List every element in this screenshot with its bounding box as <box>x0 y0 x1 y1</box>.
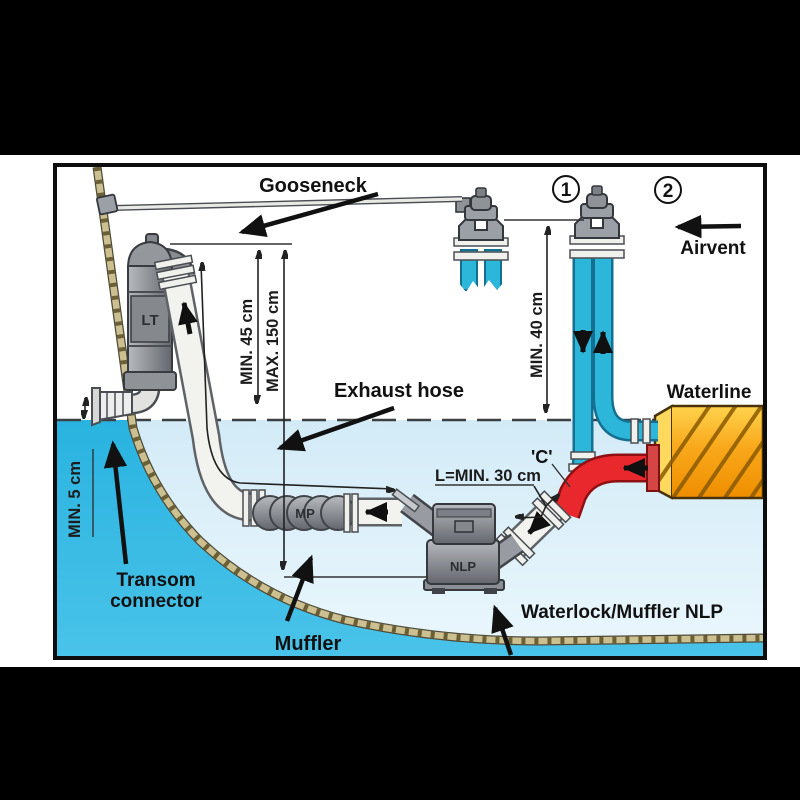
transom-connector-label-2: connector <box>110 591 202 612</box>
dim-min-45: MIN. 45 cm <box>238 299 256 385</box>
letterbox-bottom <box>0 667 800 800</box>
airvent-valve-1 <box>453 187 509 261</box>
mp-muffler: MP <box>242 489 402 533</box>
dim-min-5: MIN. 5 cm <box>66 461 84 538</box>
dimension-lines <box>85 219 584 578</box>
dim-max-150: MAX. 150 cm <box>264 290 282 392</box>
hose-run-dimension <box>201 263 394 489</box>
lt-tag: LT <box>141 312 158 329</box>
muffler-arrow-icon <box>284 554 314 622</box>
exhaust-elbow-red <box>552 444 660 519</box>
dim-l-min-30: L=MIN. 30 cm <box>435 467 541 485</box>
callout-2-circle <box>654 176 682 204</box>
nlp-waterlock: NLP <box>391 488 524 594</box>
pipe-torn-edge <box>458 280 504 300</box>
point-c-label: 'C' <box>531 447 553 467</box>
exhaust-hose-label: Exhaust hose <box>334 380 464 402</box>
flow-arrow-up-icon <box>178 301 198 335</box>
engine-hatching <box>655 406 763 498</box>
transom-connector-label-1: Transom <box>116 570 195 591</box>
nlp-tag: NLP <box>450 559 476 574</box>
dim-min-40: MIN. 40 cm <box>528 292 546 378</box>
waterlock-arrow-icon <box>491 604 514 656</box>
hull-rope <box>92 167 763 646</box>
callout-1: 1 <box>561 180 572 201</box>
pointer-arrows <box>103 191 742 656</box>
callout-1-circle <box>552 175 580 203</box>
text-labels: Gooseneck Airvent Waterline Exhaust hose… <box>66 175 751 655</box>
hose-clamps <box>153 254 198 291</box>
callout-2: 2 <box>663 181 674 202</box>
mp-tag: MP <box>295 506 315 521</box>
exhaust-hose-arrow-icon <box>276 405 395 452</box>
waterlock-label: Waterlock/Muffler NLP <box>521 602 723 623</box>
transom-arrow-icon <box>103 440 129 565</box>
flow-arrow-downleft-icon <box>527 511 551 535</box>
letterbox-top <box>0 0 800 155</box>
gooseneck-pipe <box>96 193 463 216</box>
waterline-label: Waterline <box>667 382 752 403</box>
muffler-label: Muffler <box>275 633 342 655</box>
sea-water <box>57 420 763 656</box>
gooseneck-label: Gooseneck <box>259 175 368 197</box>
transom-connector <box>91 387 133 427</box>
gooseneck-arrow-icon <box>238 191 379 237</box>
airvent-label: Airvent <box>680 238 746 259</box>
airvent-valve-2 <box>569 185 625 259</box>
airvent-arrow-icon <box>674 214 742 239</box>
